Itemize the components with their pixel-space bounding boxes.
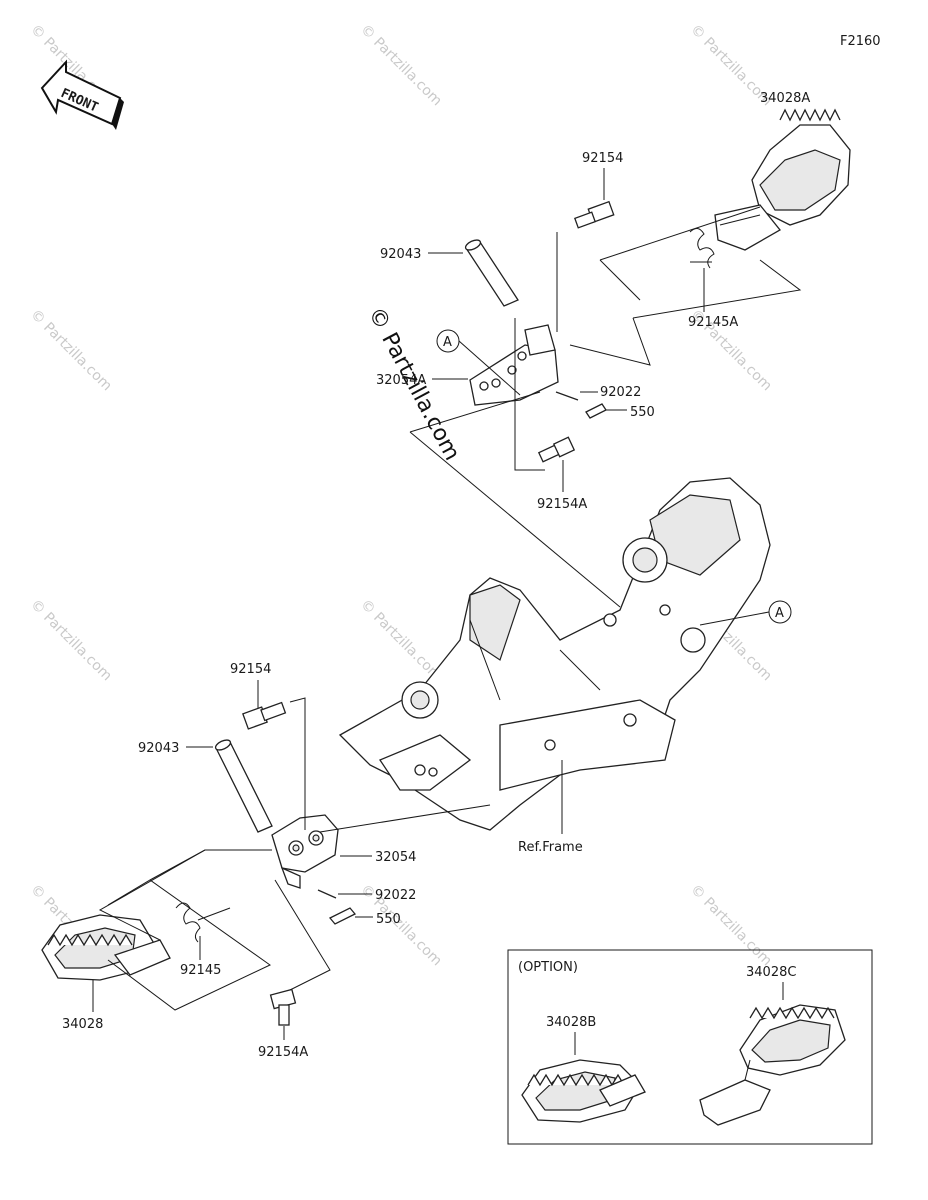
- callout-a-top-label: A: [443, 335, 452, 350]
- label-34028C: 34028C: [746, 965, 796, 980]
- bolt-92154A-top-drawing: [537, 436, 576, 463]
- watermark: © Partzilla.com: [357, 597, 445, 685]
- option-title: (OPTION): [518, 960, 578, 975]
- watermark-group: © Partzilla.com © Partzilla.com © Partzi…: [27, 22, 775, 970]
- watermark: © Partzilla.com: [27, 307, 115, 395]
- leader-lines-top: [409, 206, 802, 608]
- footpeg-34028A-drawing: [714, 108, 851, 251]
- label-92154A-top: 92154A: [537, 497, 587, 512]
- label-34028A: 34028A: [760, 91, 810, 106]
- label-92043-top: 92043: [380, 247, 421, 262]
- cotter-pin-550-bottom-drawing: [328, 907, 357, 925]
- label-550-bottom: 550: [376, 912, 401, 927]
- option-box: (OPTION) 34028C 34028B: [507, 949, 873, 1145]
- footpeg-34028-drawing: [41, 914, 171, 981]
- watermark: © Partzilla.com: [27, 597, 115, 685]
- label-34028: 34028: [62, 1017, 103, 1032]
- callout-a-right: A: [699, 600, 792, 626]
- callout-a-right-label: A: [775, 606, 784, 621]
- washer-92022-bottom-drawing: [317, 889, 337, 899]
- label-92022-bottom: 92022: [375, 888, 416, 903]
- label-92154-bottom: 92154: [230, 662, 271, 677]
- bolt-92154-top-drawing: [573, 200, 615, 229]
- leader-lines-bottom: [98, 697, 491, 1011]
- label-92022-top: 92022: [600, 385, 641, 400]
- bolt-92154-bottom-drawing: [242, 701, 287, 730]
- label-92154A-bottom: 92154A: [258, 1045, 308, 1060]
- label-32054A: 32054A: [376, 373, 426, 388]
- watermark: © Partzilla.com: [357, 22, 445, 110]
- diagram-code: F2160: [840, 34, 881, 49]
- watermark: © Partzilla.com: [687, 882, 775, 970]
- callout-a-top: A: [436, 329, 521, 396]
- label-92043-bottom: 92043: [138, 741, 179, 756]
- label-92145A: 92145A: [688, 315, 738, 330]
- bracket-32054A-drawing: [469, 324, 559, 406]
- pin-92043-top-drawing: [464, 239, 519, 307]
- bracket-32054-drawing: [271, 814, 339, 889]
- label-92154-top: 92154: [582, 151, 623, 166]
- label-92145: 92145: [180, 963, 221, 978]
- label-32054: 32054: [375, 850, 416, 865]
- washer-92022-top-drawing: [555, 391, 579, 401]
- bolt-92154A-bottom-drawing: [269, 988, 297, 1026]
- label-550-top: 550: [630, 405, 655, 420]
- frame-drawing: [338, 477, 771, 831]
- footpeg-34028C-drawing: [699, 1004, 846, 1126]
- cotter-pin-550-top-drawing: [585, 403, 607, 419]
- spring-92145-drawing: [175, 902, 231, 943]
- label-34028B: 34028B: [546, 1015, 596, 1030]
- footpeg-34028B-drawing: [521, 1059, 646, 1123]
- pin-92043-bottom-drawing: [214, 739, 273, 833]
- label-ref-frame: Ref.Frame: [518, 840, 583, 855]
- spring-92145A-drawing: [689, 228, 715, 269]
